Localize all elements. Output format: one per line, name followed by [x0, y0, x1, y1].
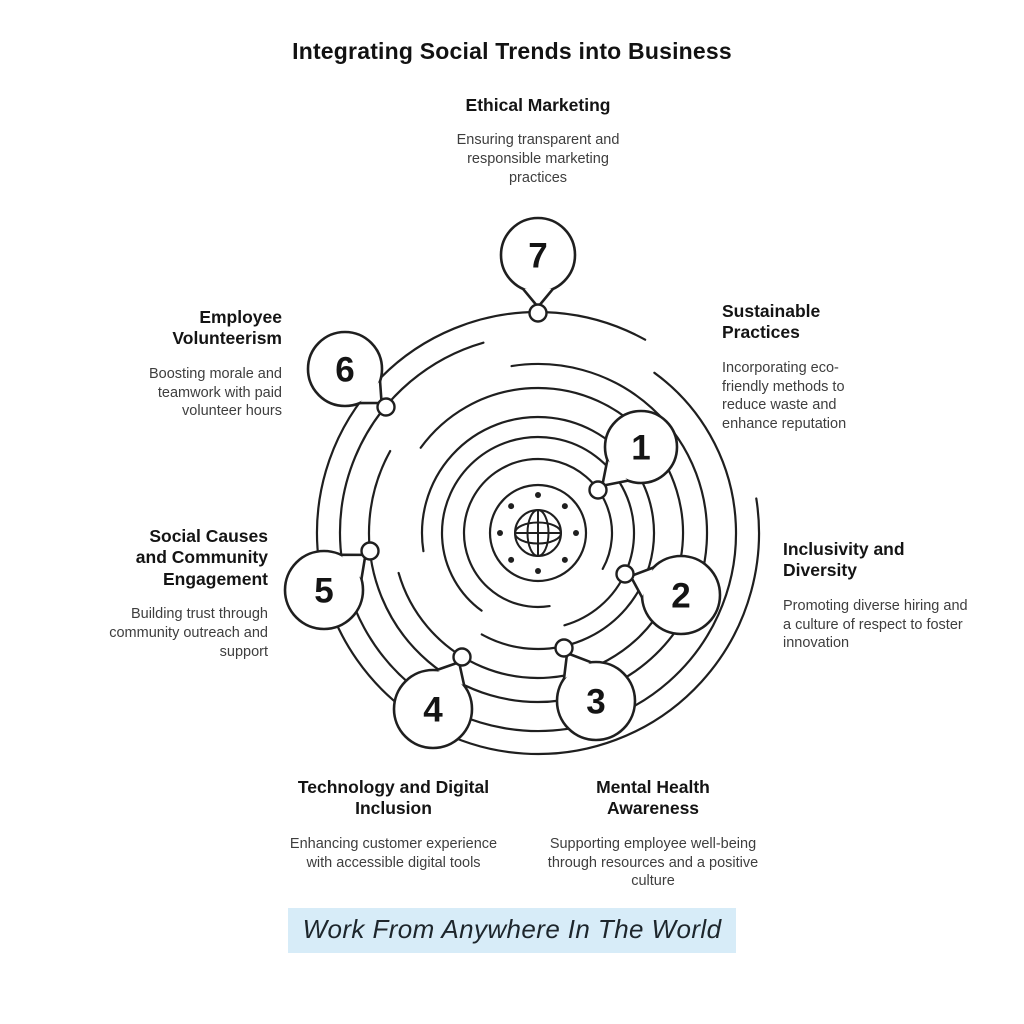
node-number: 5: [314, 572, 333, 611]
spiral-arc: [315, 310, 761, 756]
node-text-sustainable-practices: Sustainable Practices Incorporating eco-…: [722, 301, 880, 434]
node-bubble-6: 6: [306, 330, 384, 408]
node-description: Boosting morale and teamwork with paid v…: [149, 365, 282, 420]
node-text-inclusivity-diversity: Inclusivity and Diversity Promoting dive…: [783, 539, 968, 653]
node-heading: Mental Health Awareness: [596, 777, 710, 819]
node-heading: Ethical Marketing: [465, 95, 611, 115]
page-title: Integrating Social Trends into Business: [292, 38, 732, 64]
node-number: 4: [423, 691, 443, 730]
node-number: 2: [671, 577, 690, 616]
spiral-marker: [615, 564, 635, 584]
caption-text: Work From Anywhere In The World: [287, 908, 737, 954]
spiral-arc: [367, 362, 709, 704]
node-text-technology-inclusion: Technology and Digital Inclusion Enhanci…: [286, 777, 501, 872]
node-heading: Social Causes and Community Engagement: [135, 526, 268, 589]
spiral-marker: [452, 647, 472, 667]
node-description: Promoting diverse hiring and a culture o…: [783, 597, 968, 652]
node-number: 1: [631, 429, 650, 468]
node-description: Ensuring transparent and responsible mar…: [456, 132, 620, 187]
node-text-ethical-marketing: Ethical Marketing Ensuring transparent a…: [438, 95, 638, 188]
node-bubble-4: 4: [392, 660, 474, 750]
node-heading: Technology and Digital Inclusion: [297, 777, 490, 819]
spiral-marker: [360, 541, 380, 561]
node-text-employee-volunteerism: Employee Volunteerism Boosting morale an…: [112, 307, 282, 421]
spiral-marker: [528, 303, 548, 323]
node-text-social-causes: Social Causes and Community Engagement B…: [103, 526, 268, 662]
spiral-marker: [588, 480, 608, 500]
node-bubble-2: 2: [629, 554, 722, 636]
node-text-mental-health: Mental Health Awareness Supporting emplo…: [538, 777, 768, 891]
spiral-arc: [338, 341, 738, 733]
node-heading: Employee Volunteerism: [172, 307, 282, 349]
node-bubble-1: 1: [600, 409, 679, 488]
node-description: Supporting employee well-being through r…: [547, 835, 759, 890]
node-bubble-7: 7: [499, 216, 577, 309]
node-number: 6: [335, 351, 354, 390]
node-bubble-5: 5: [283, 549, 367, 631]
node-description: Enhancing customer experience with acces…: [289, 835, 498, 871]
node-description: Incorporating eco-friendly methods to re…: [722, 359, 847, 433]
caption-banner: Work From Anywhere In The World: [0, 908, 1024, 954]
node-number: 7: [528, 237, 547, 276]
spiral-inner-circle: [488, 483, 588, 583]
spiral-marker: [376, 397, 396, 417]
node-description: Building trust through community outreac…: [109, 606, 268, 660]
node-bubble-3: 3: [555, 651, 637, 742]
node-heading: Sustainable Practices: [722, 301, 821, 343]
node-heading: Inclusivity and Diversity: [783, 539, 905, 581]
globe-icon: [497, 492, 579, 574]
node-number: 3: [586, 683, 605, 722]
spiral-arc: [462, 457, 614, 609]
spiral-marker: [554, 638, 574, 658]
